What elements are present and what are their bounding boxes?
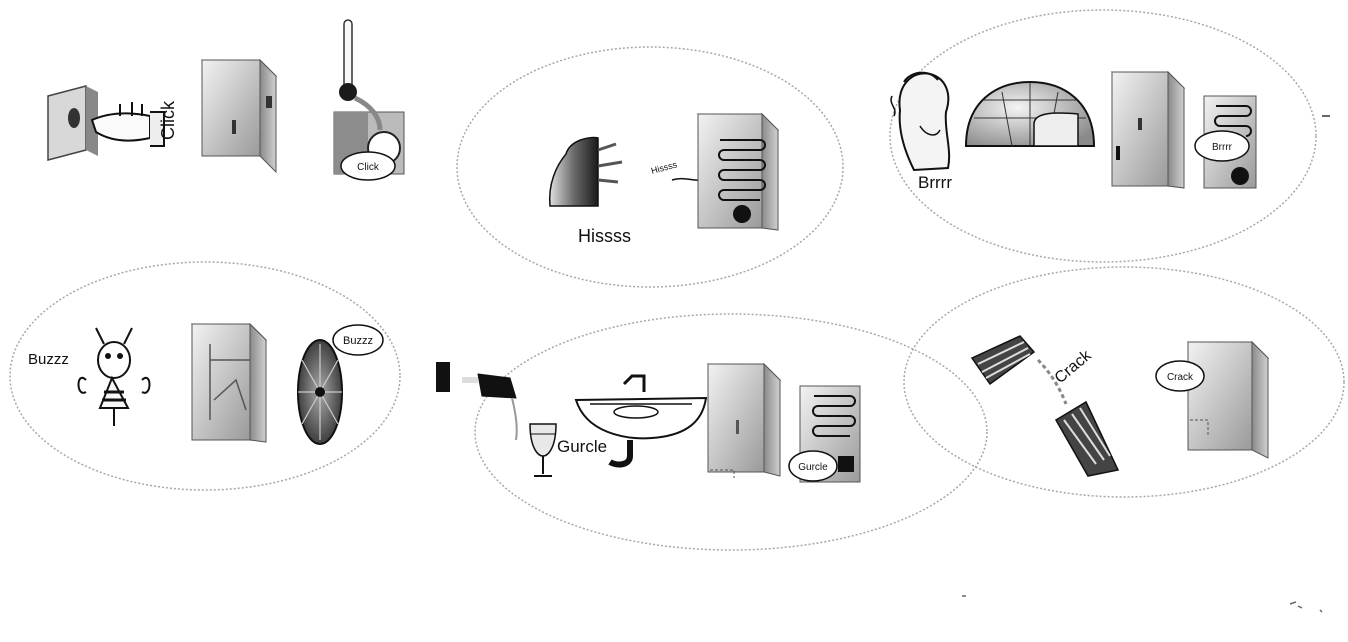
cabinet-icon-4 bbox=[706, 362, 782, 478]
crack-group-ellipse bbox=[903, 266, 1345, 498]
wine-glass-icon bbox=[529, 423, 557, 477]
cabinet-icon-5 bbox=[1186, 340, 1270, 459]
fan-icon bbox=[297, 339, 343, 445]
steam-iron-icon bbox=[548, 136, 623, 207]
gurgle-bubble: Gurcle bbox=[788, 450, 838, 482]
click-thermostat-label: Click bbox=[357, 162, 380, 173]
brrr-bubble-label: Brrrr bbox=[1212, 142, 1233, 153]
click-switch-label: Click bbox=[158, 100, 178, 140]
hiss-iron-label: Hissss bbox=[578, 226, 631, 246]
cabinet-coil-icon-1 bbox=[696, 112, 780, 231]
cabinet-icon-3 bbox=[190, 322, 268, 443]
crack-ice-label: Crack bbox=[1052, 347, 1096, 388]
crack-bubble-label: Crack bbox=[1167, 372, 1194, 383]
pointing-hand-icon bbox=[90, 102, 165, 147]
brrr-bubble: Brrrr bbox=[1194, 130, 1250, 162]
buzz-bee-label: Buzzz bbox=[28, 351, 69, 368]
hiss-coil-label: Hissss bbox=[650, 159, 679, 176]
click-switch-group: Click bbox=[47, 85, 178, 161]
cabinet-icon-1 bbox=[200, 58, 278, 174]
igloo-icon bbox=[964, 80, 1096, 147]
wall-switch-icon bbox=[47, 85, 98, 161]
buzz-bubble-label: Buzzz bbox=[343, 335, 373, 347]
shivering-person-icon bbox=[890, 71, 951, 172]
buzz-group-ellipse bbox=[9, 261, 401, 491]
hiss-group-ellipse bbox=[456, 46, 844, 288]
thermostat-icon bbox=[333, 19, 405, 175]
scan-artifact-icon bbox=[962, 595, 1323, 613]
gurgle-bubble-label: Gurcle bbox=[798, 462, 828, 473]
click-thermostat-bubble: Click bbox=[340, 151, 396, 181]
crack-bubble: Crack bbox=[1155, 360, 1205, 392]
buzz-bubble: Buzzz bbox=[332, 324, 384, 356]
gurgle-sink-label: Gurcle bbox=[557, 437, 607, 456]
bee-icon bbox=[77, 327, 151, 426]
sink-icon bbox=[574, 374, 708, 468]
brrr-person-label: Brrrr bbox=[918, 173, 952, 192]
gurgle-group-ellipse bbox=[474, 313, 988, 551]
ice-block-top-icon bbox=[970, 335, 1036, 386]
brrr-group-ellipse bbox=[889, 9, 1317, 263]
ice-block-bottom-icon bbox=[1054, 400, 1120, 477]
pouring-bottle-icon bbox=[436, 362, 518, 441]
cabinet-icon-2 bbox=[1110, 70, 1186, 189]
